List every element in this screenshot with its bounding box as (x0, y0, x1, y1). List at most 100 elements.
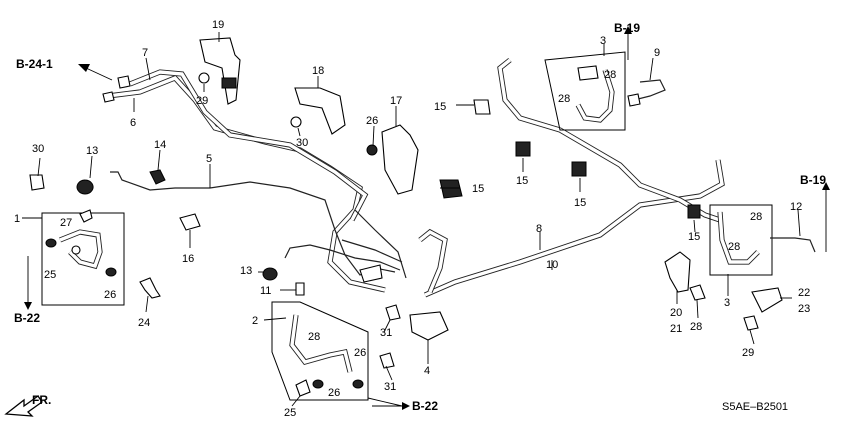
callout-12: 12 (790, 201, 802, 213)
top-center-brackets (198, 37, 701, 219)
bolt-icon (139, 277, 161, 299)
callout-3: 3 (724, 297, 730, 309)
callout-15: 15 (688, 231, 700, 243)
bottom-hose-assembly (262, 264, 449, 401)
bracket-21-icon (664, 251, 691, 293)
bracket-18-icon (381, 124, 419, 195)
callout-22: 21 (670, 323, 682, 335)
callout-15: 15 (574, 197, 586, 209)
callout-28: 28 (558, 93, 570, 105)
leader-lines (22, 32, 801, 407)
hose-fitting (71, 245, 81, 255)
callout-9: 9 (654, 47, 660, 59)
callout-28: 28 (728, 241, 740, 253)
ref-b24-1: B-24-1 (16, 57, 53, 71)
callouts: 1 2 3 3 4 5 6 7 8 9 10 11 12 13 13 14 15… (14, 19, 810, 419)
bracket-23-icon (751, 287, 783, 313)
callout-15: 15 (516, 175, 528, 187)
arrow-icon (24, 302, 32, 310)
callout-15: 15 (434, 101, 446, 113)
callout-19: 18 (312, 65, 324, 77)
bracket-19-icon (294, 87, 346, 135)
proportioning-valve-icon (409, 311, 449, 341)
bleeder-bolt-icon (29, 174, 45, 191)
callout-28: 28 (308, 331, 320, 343)
bolt-25-icon (295, 379, 311, 397)
front-label: FR. (32, 393, 51, 407)
washer-icon (312, 379, 324, 389)
main-pipe-bundle (107, 57, 725, 298)
callout-18: 17 (390, 95, 402, 107)
callout-4: 4 (424, 365, 430, 377)
callout-31: 31 (384, 381, 396, 393)
callout-24: 23 (798, 303, 810, 315)
callout-26: 26 (104, 289, 116, 301)
callout-26: 26 (354, 347, 366, 359)
bolt-32-icon (385, 304, 401, 321)
front-arrow: FR. (4, 393, 51, 417)
clip-15-icon (473, 99, 491, 115)
bolt-29-icon (689, 284, 706, 301)
callout-31: 30 (32, 143, 44, 155)
nut-27-icon (366, 144, 378, 156)
hose-group-box-right (709, 204, 773, 276)
callout-13: 13 (240, 265, 252, 277)
grommet-icon (76, 179, 94, 195)
callout-5: 5 (206, 153, 212, 165)
callout-10: 10 (546, 259, 558, 271)
bolt-30-icon (198, 72, 210, 84)
bracket-clip (221, 77, 237, 89)
callout-28: 28 (604, 69, 616, 81)
bleeder-11-icon (295, 282, 305, 296)
callout-17: 16 (182, 253, 194, 265)
callout-25: 25 (284, 407, 296, 419)
callout-14: 14 (154, 139, 166, 151)
bolt-29-icon (743, 315, 759, 331)
grommet-13-icon (262, 267, 278, 281)
arrow-icon (78, 64, 90, 72)
callout-26: 25 (44, 269, 56, 281)
callout-21: 20 (670, 307, 682, 319)
right-top-hose-assembly (544, 51, 666, 131)
grommet-16-icon (439, 179, 463, 199)
pipe-joint-icon (102, 91, 115, 103)
callout-30: 29 (196, 95, 208, 107)
washer-icon (352, 379, 364, 389)
pipe-joint-icon (359, 264, 383, 283)
diagram-code: S5AE–B2501 (722, 401, 788, 413)
callout-11: 11 (260, 285, 271, 297)
callout-13: 13 (86, 145, 98, 157)
clip-15-icon (687, 204, 701, 219)
callout-6: 6 (130, 117, 136, 129)
callout-2: 2 (252, 315, 258, 327)
ref-b19-top: B-19 (614, 21, 640, 35)
washer-icon (105, 267, 117, 277)
callout-28: 27 (60, 217, 72, 229)
clamp-icon (179, 213, 201, 231)
hose-group-box-top (544, 51, 626, 131)
front-arrow-icon (4, 395, 43, 417)
arrow-icon (822, 182, 830, 190)
ref-b19-right: B-19 (800, 173, 826, 187)
reference-arrows (24, 26, 830, 410)
hose-clip (577, 65, 599, 81)
clip-icon (79, 209, 93, 223)
callout-29: 29 (742, 347, 754, 359)
arrow-icon (624, 26, 632, 34)
callout-32: 31 (380, 327, 392, 339)
callout-23: 22 (798, 287, 810, 299)
callout-25: 24 (138, 317, 150, 329)
bolt-30-icon (290, 116, 302, 128)
pipe-joint-icon (627, 93, 641, 107)
clip-icon (149, 169, 166, 185)
right-hose-assembly (664, 204, 816, 331)
callout-1: 1 (14, 213, 20, 225)
callout-20: 19 (212, 19, 224, 31)
callout-28: 28 (750, 211, 762, 223)
ref-b22-bottom: B-22 (412, 399, 438, 413)
bolt-31-icon (379, 352, 395, 369)
clip-15-icon (571, 161, 587, 177)
callout-16: 15 (472, 183, 484, 195)
